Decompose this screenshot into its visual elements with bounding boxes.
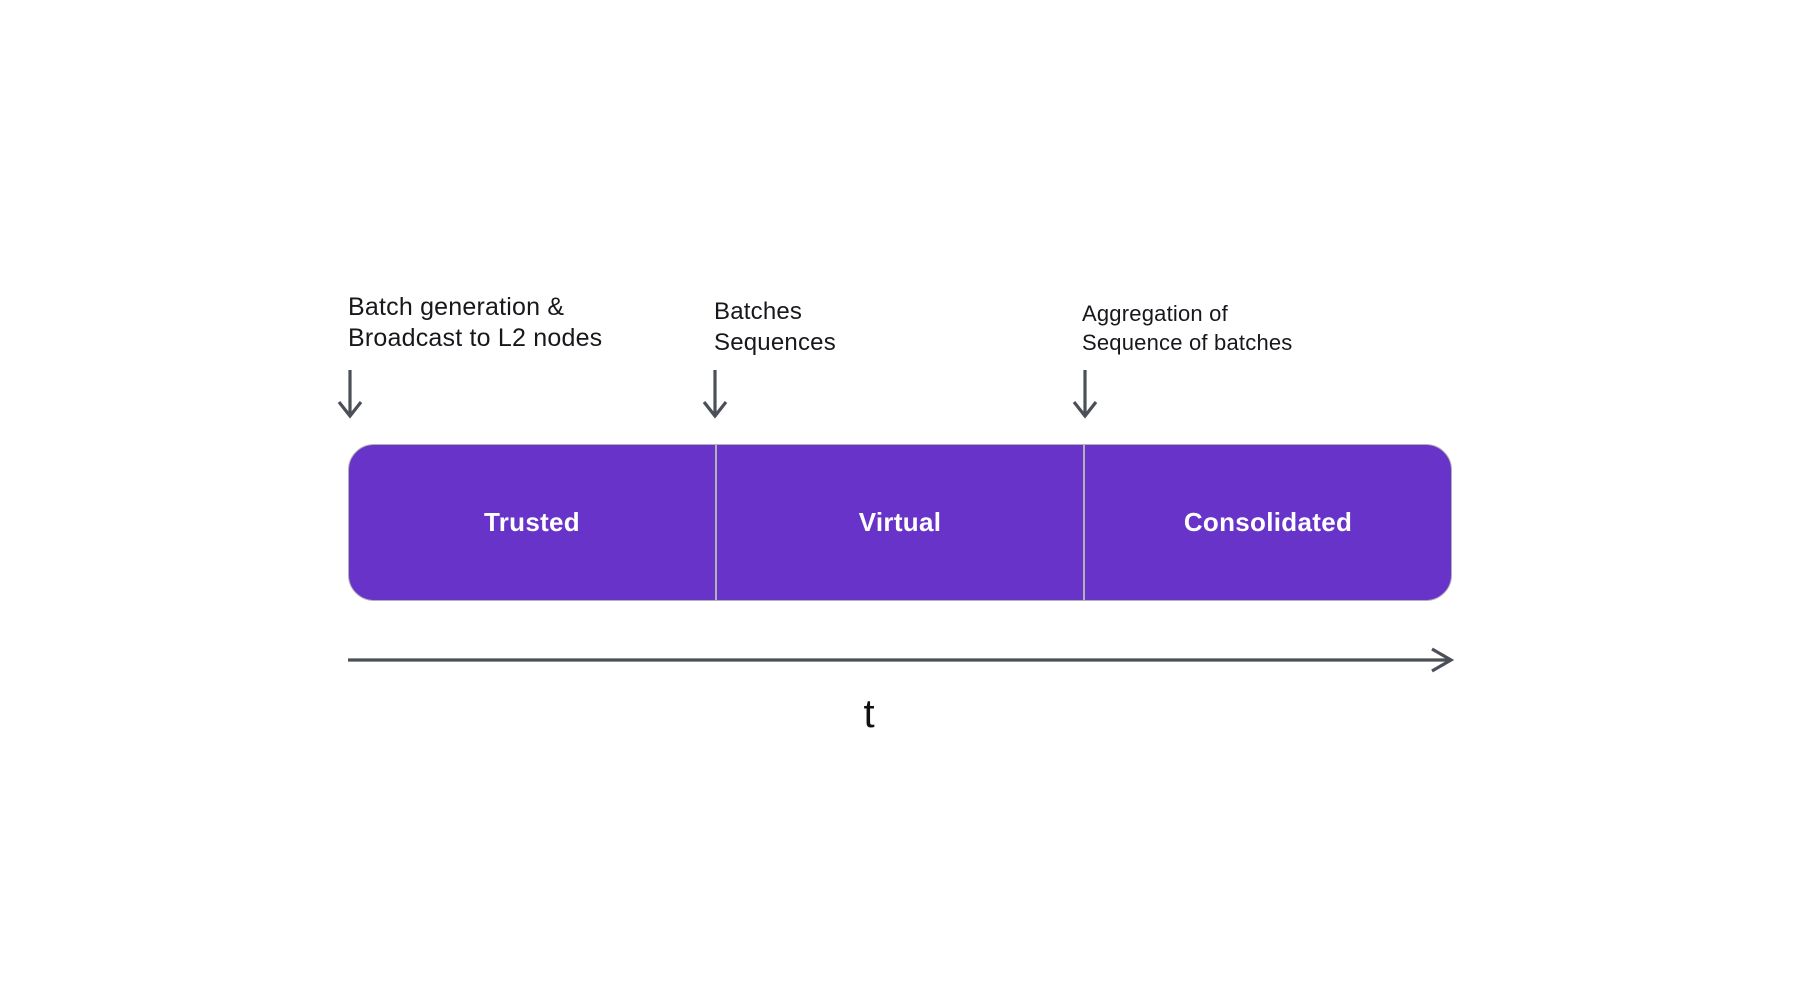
stage-consolidated: Consolidated: [1083, 445, 1451, 600]
stage-virtual-label: Virtual: [858, 507, 942, 537]
down-arrow-icon: [337, 370, 363, 419]
annotation-aggregation-of-batches: Aggregation of Sequence of batches: [1082, 301, 1293, 355]
stage-trusted: Trusted: [349, 445, 715, 600]
right-arrow-icon: [348, 647, 1455, 673]
stage-virtual: Virtual: [715, 445, 1083, 600]
time-axis-label: t: [863, 692, 875, 736]
down-arrow-icon: [1072, 370, 1098, 419]
annotation-batch-generation: Batch generation & Broadcast to L2 nodes: [348, 293, 603, 352]
annotation-batches-sequences: Batches Sequences: [714, 298, 836, 356]
down-arrow-icon: [702, 370, 728, 419]
stage-consolidated-label: Consolidated: [1183, 507, 1353, 537]
stage-trusted-label: Trusted: [483, 507, 580, 537]
stage-bar: Trusted Virtual Consolidated: [348, 444, 1452, 601]
